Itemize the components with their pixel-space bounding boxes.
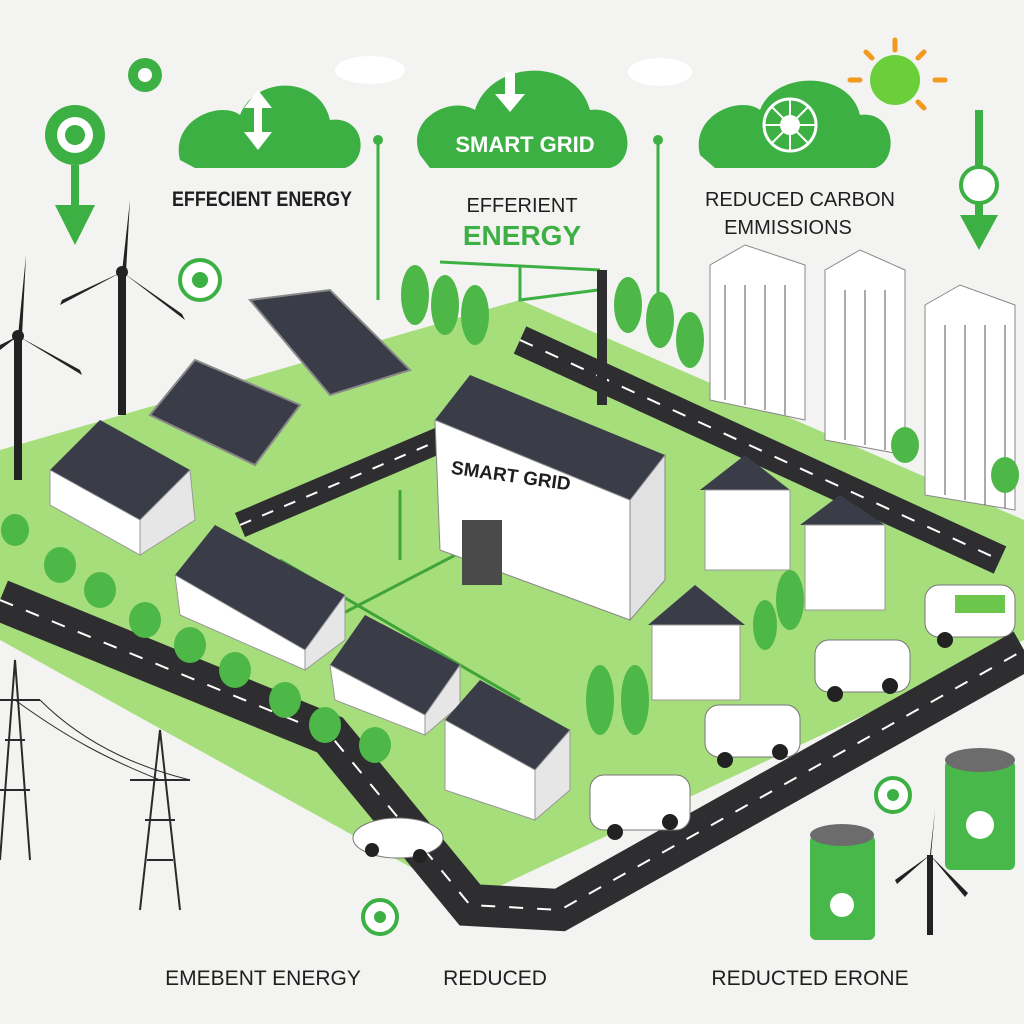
wind-turbine-icon [0, 200, 185, 480]
leaf-badge-icon [361, 776, 912, 936]
house-solar-2 [329, 615, 461, 737]
connector-lines [376, 140, 660, 302]
bottom-center-label: REDUCED [443, 967, 547, 990]
under-center-bottom: ENERGY [463, 220, 582, 251]
small-clouds [335, 56, 692, 86]
cloud-center [417, 70, 628, 168]
small-recycle-icon [178, 258, 222, 302]
house-left [49, 420, 196, 556]
recycle-icon [45, 105, 105, 245]
battery-icon [810, 748, 1015, 940]
top-leaf-icon [128, 58, 162, 92]
sun-icon [847, 37, 948, 111]
house-right-1 [700, 455, 791, 571]
house-solar-3 [444, 680, 571, 822]
right-label-bottom: EMMISSIONS [724, 217, 852, 239]
tower-buildings [709, 244, 1016, 511]
house-solar-1 [174, 525, 346, 671]
cloud-left [178, 85, 361, 168]
smart-grid-building [434, 270, 666, 622]
small-wind-turbine-icon [895, 810, 968, 935]
up-down-arrow-icon [244, 90, 272, 150]
right-down-arrow-icon [959, 110, 999, 250]
cloud-center-label: SMART GRID [455, 132, 594, 157]
transmission-tower-icon [0, 659, 191, 911]
solar-panel-icon [148, 288, 412, 467]
right-label-top: REDUCED CARBON [705, 189, 895, 211]
cloud-left-label-line1: EFFECIENT ENERGY [172, 188, 352, 211]
trees [1, 265, 1019, 763]
solar-wheel-icon [762, 97, 818, 153]
house-center [648, 585, 745, 701]
down-arrow-icon [495, 72, 525, 112]
bottom-left-label: EMEBENT ENERGY [165, 967, 361, 990]
cloud-right [698, 80, 891, 168]
vehicles [352, 584, 1016, 863]
house-right-2 [800, 495, 886, 611]
bottom-right-label: REDUCTED ERONE [711, 967, 908, 990]
under-center-top: EFFERIENT [466, 195, 577, 217]
